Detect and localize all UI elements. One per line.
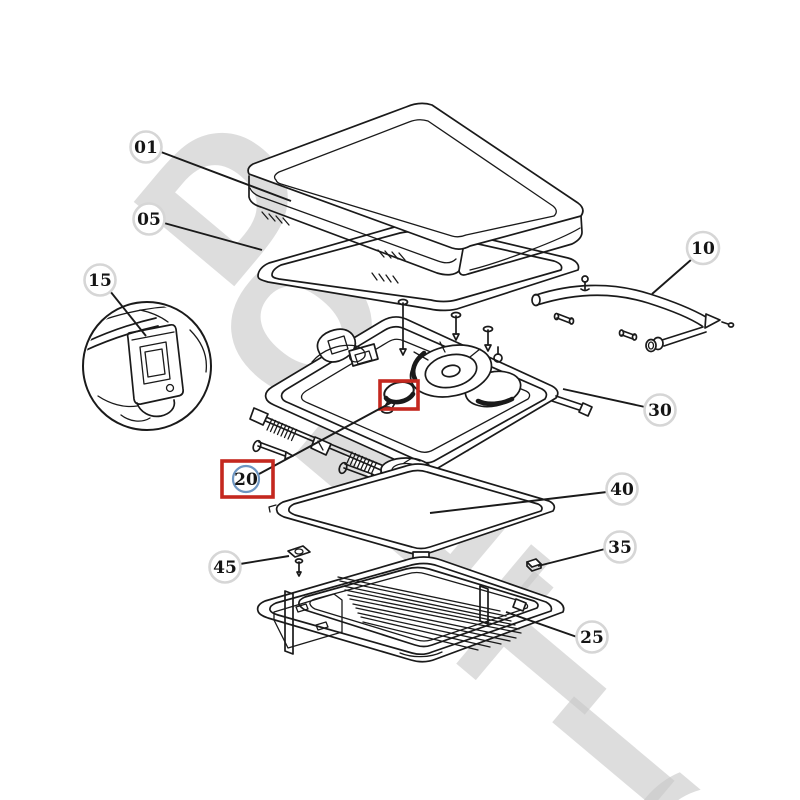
callout-leader-30 [562, 388, 646, 408]
corner-posts [284, 585, 527, 658]
callout-label-35: 35 [608, 538, 632, 558]
fan-assembly [409, 341, 522, 408]
callout-circle-05 [132, 202, 166, 236]
callout-label-45: 45 [213, 558, 237, 578]
callout-label-25: 25 [580, 628, 604, 648]
callout-leader-10 [651, 258, 693, 295]
callout-10[interactable]: 10 [651, 230, 721, 295]
loose-screws [252, 439, 380, 482]
part-10-lifter-arm [531, 275, 735, 353]
part-45-clip [287, 545, 311, 577]
callout-leader-45 [239, 555, 290, 565]
callout-circle-01 [129, 130, 163, 164]
ring-vent-slots [371, 272, 399, 284]
callout-leader-05 [163, 222, 263, 251]
part-25-garnish-frame [256, 556, 565, 663]
callout-circle-30 [643, 393, 677, 427]
part-40-inner-frame [268, 457, 556, 562]
callout-circle-35 [603, 530, 637, 564]
callout-label-01: 01 [134, 138, 158, 158]
frame-compartment [273, 593, 343, 649]
callout-leader-25 [505, 611, 578, 638]
insect-screen-grille [337, 576, 522, 651]
callout-selection-box-20 [220, 459, 275, 499]
mounting-screws [397, 298, 494, 356]
callout-40[interactable]: 40 [429, 472, 639, 514]
callout-label-20: 20 [234, 470, 258, 490]
callout-label-15: 15 [88, 271, 112, 291]
handle-pins [553, 275, 638, 341]
callout-circle-10 [685, 230, 721, 266]
callout-leader-20 [258, 400, 395, 475]
callout-35[interactable]: 35 [537, 530, 637, 567]
callout-label-10: 10 [691, 239, 715, 259]
callout-45[interactable]: 45 [208, 550, 290, 584]
callout-circle-25 [575, 620, 609, 654]
callout-circle-15 [83, 263, 117, 297]
callout-30[interactable]: 30 [562, 388, 677, 427]
callout-leader-01 [160, 151, 292, 202]
callout-label-05: 05 [137, 210, 161, 230]
callout-25[interactable]: 25 [505, 611, 609, 654]
callout-05[interactable]: 05 [132, 202, 263, 251]
knob-selection-box [378, 379, 420, 411]
callout-label-40: 40 [610, 480, 634, 500]
callout-circle-45 [208, 550, 242, 584]
part-35-nut [526, 558, 542, 572]
callout-20[interactable]: 20 [220, 400, 395, 499]
part-01-lid [247, 102, 584, 276]
callout-label-30: 30 [648, 401, 672, 421]
callout-leader-35 [537, 548, 606, 567]
part-15-detail-bubble [82, 301, 212, 431]
callout-01[interactable]: 01 [129, 130, 292, 202]
callout-leader-40 [429, 491, 608, 514]
lid-vent-slots [261, 211, 406, 261]
callout-15[interactable]: 15 [83, 263, 147, 337]
callout-leader-15 [109, 290, 147, 337]
callout-circle-20 [231, 464, 261, 494]
callouts: 01 05 15 10 30 20 40 35 45 25 [83, 130, 721, 654]
callout-circle-40 [605, 472, 639, 506]
part-05-lid-base-ring [257, 222, 580, 312]
